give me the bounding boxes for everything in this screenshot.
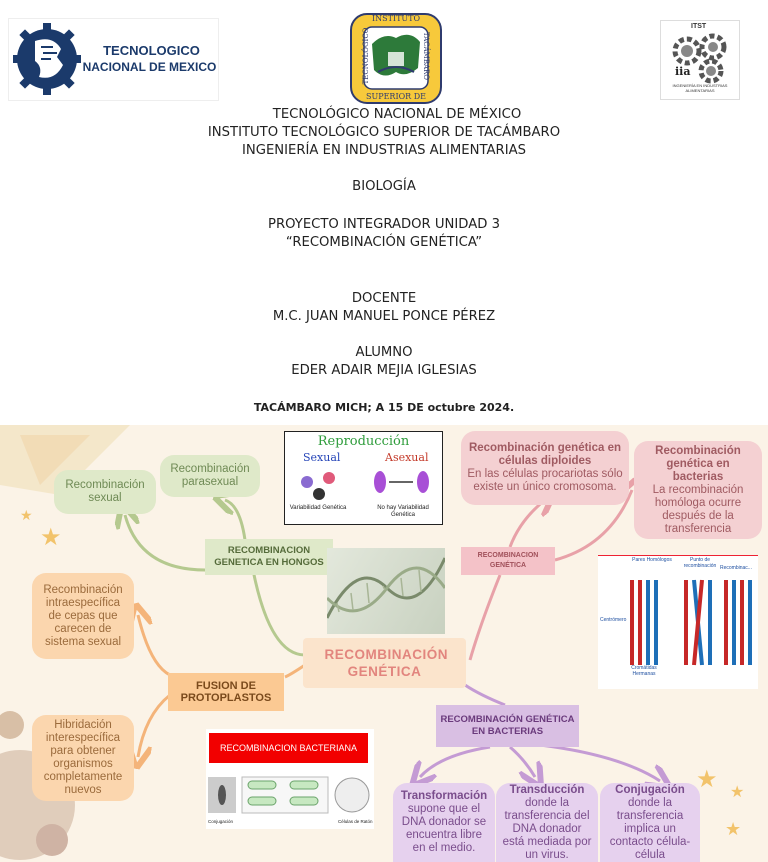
diploid-text: En las células procariotas sólo existe u…: [467, 468, 623, 493]
transf-title: Transformación: [400, 790, 488, 802]
star-icon: ★: [20, 507, 33, 523]
mind-map: ★ ★ ★ ★ ★ Recombinación sexual Recombina…: [0, 425, 768, 862]
chrom-punto: Punto de recombinación: [683, 557, 717, 569]
seal-right-text: TACÁMBARO: [422, 31, 430, 81]
seal-left-text: TECNOLÓGICO: [362, 27, 370, 85]
header-line1: TECNOLÓGICO NACIONAL DE MÉXICO: [272, 107, 522, 122]
rec-sexual-bubble: Recombinación sexual: [54, 470, 156, 514]
chromosome-image: Pares Homólogos Punto de recombinación R…: [598, 554, 758, 689]
tecnm-line2: NACIONAL DE MEXICO: [82, 60, 217, 74]
rec-parasexual-text: Recombinación parasexual: [170, 463, 250, 488]
repro-asexual: Asexual: [385, 451, 429, 464]
conj-text: donde la transferencia implica un contac…: [609, 796, 691, 861]
bact-banner: RECOMBINACION BACTERIANA: [209, 733, 368, 763]
itsta-seal-logo: INSTITUTO SUPERIOR DE TACÁMBARO TECNOLÓG…: [348, 12, 444, 105]
bact-cap2: Células de Ratón: [338, 819, 373, 824]
star-icon: ★: [40, 524, 62, 551]
rg-bacterias-tag: RECOMBINACIÓN GENÉTICA EN BACTERIAS: [436, 705, 579, 747]
bacteria-icons: [208, 776, 370, 814]
hibrid-text: Hibridación interespecífica para obtener…: [43, 719, 123, 796]
center-node: RECOMBINACIÓN GENÉTICA: [303, 638, 466, 688]
star-icon: ★: [725, 819, 741, 839]
repro-sexual: Sexual: [303, 451, 341, 464]
bact-bubble: Recombinación genética en bacterias La r…: [634, 441, 762, 539]
project-line1: PROYECTO INTEGRADOR UNIDAD 3: [268, 217, 500, 232]
rec-parasexual-bubble: Recombinación parasexual: [160, 455, 260, 497]
alumno-name: EDER ADAIR MEJIA IGLESIAS: [291, 363, 477, 378]
star-icon: ★: [730, 784, 744, 801]
cell-icons: [301, 471, 429, 500]
hibrid-bubble: Hibridación interespecífica para obtener…: [32, 715, 134, 801]
intra-text: Recombinación intraespecífica de cepas q…: [43, 583, 123, 648]
docente-name: M.C. JUAN MANUEL PONCE PÉREZ: [272, 309, 496, 324]
chrom-centromero: Centrómero: [600, 617, 627, 623]
rg-tag: RECOMBINACION GENÉTICA: [461, 547, 555, 575]
tecnm-line1: TECNOLOGICO: [103, 43, 200, 58]
transd-title: Transducción: [509, 783, 585, 796]
gear-head-icon: [13, 23, 81, 95]
project-line2: “RECOMBINACIÓN GENÉTICA”: [285, 235, 483, 250]
bacterial-image: RECOMBINACION BACTERIANA Conjugación Cél…: [206, 729, 374, 829]
transd-bubble: Transducción donde la transferencia del …: [496, 783, 598, 862]
bact-text: La recombinación homóloga ocurre después…: [652, 483, 744, 535]
seal-top-text: INSTITUTO: [371, 14, 421, 23]
diploid-title: Recombinación genética en células diploi…: [468, 442, 622, 467]
conj-title: Conjugación: [615, 783, 685, 796]
docente-label: DOCENTE: [351, 291, 417, 306]
chrom-recomb: Recombinac...: [720, 565, 752, 571]
place-date: TACÁMBARO MICH; A 15 DE octubre 2024.: [253, 401, 515, 414]
header-line3: INGENIERÍA EN INDUSTRIAS ALIMENTARIAS: [241, 143, 526, 158]
seal-bottom-text: SUPERIOR DE: [365, 92, 426, 101]
diploid-bubble: Recombinación genética en células diploi…: [461, 431, 629, 505]
repro-title: Reproducción: [317, 434, 410, 449]
header-line2: INSTITUTO TECNOLÓGICO SUPERIOR DE TACÁMB…: [207, 125, 561, 140]
itst-mid-text: iia: [675, 65, 691, 78]
reproduction-image: Reproducción Sexual Asexual Variabilidad…: [284, 431, 443, 525]
dna-image: [327, 548, 445, 634]
chrom-pares: Pares Homólogos: [632, 557, 672, 563]
transf-bubble: Transformación supone que el DNA donador…: [393, 783, 495, 862]
bact-cap1: Conjugación: [208, 819, 234, 824]
subject: BIOLOGÍA: [352, 179, 416, 194]
itst-top-text: ITST: [691, 23, 707, 30]
transf-text: supone que el DNA donador se encuentra l…: [401, 803, 487, 854]
hongos-tag: RECOMBINACION GENETICA EN HONGOS: [205, 539, 333, 575]
intra-bubble: Recombinación intraespecífica de cepas q…: [32, 573, 134, 659]
conj-bubble: Conjugación donde la transferencia impli…: [600, 783, 700, 862]
chrom-cromatidas: Cromátidas Hermanas: [631, 665, 657, 677]
rec-sexual-text: Recombinación sexual: [65, 479, 145, 504]
star-icon: ★: [696, 766, 718, 793]
alumno-label: ALUMNO: [355, 345, 413, 360]
itst-logo: ITST iia INGENIERÍA EN INDUSTRIAS ALIMEN…: [660, 20, 740, 100]
transd-text: donde la transferencia del DNA donador e…: [502, 796, 592, 861]
center-title: RECOMBINACIÓN GENÉTICA: [324, 647, 448, 679]
connector-arrows: [0, 425, 768, 862]
bact-title: Recombinación genética en bacterias: [655, 444, 741, 483]
fusion-tag: FUSION DE PROTOPLASTOS: [168, 673, 284, 711]
itst-bottom-text: INGENIERÍA EN INDUSTRIAS ALIMENTARIAS: [672, 83, 728, 93]
tecnm-logo: TECNOLOGICO NACIONAL DE MEXICO: [8, 18, 219, 101]
repro-var: Variabilidad Genética: [289, 505, 347, 511]
repro-novar: No hay Variabilidad Genética: [377, 505, 429, 518]
